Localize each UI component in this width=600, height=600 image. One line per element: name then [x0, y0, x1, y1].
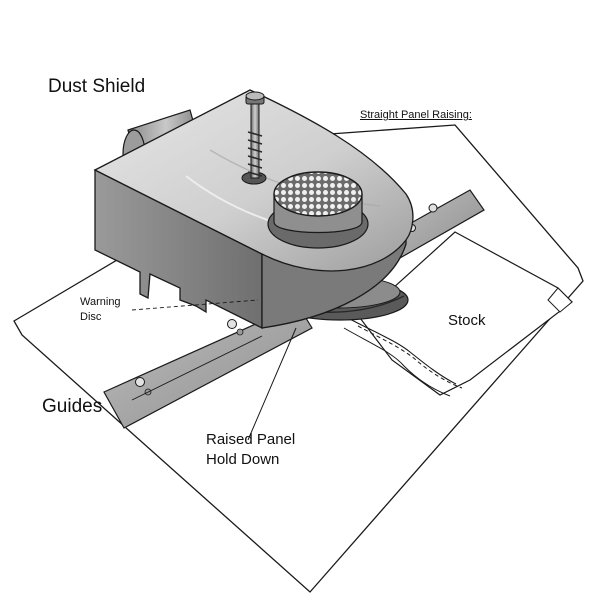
warning-disc-leader [131, 299, 259, 311]
stock-board [343, 231, 573, 397]
stock-label: Stock [448, 312, 486, 329]
guides-leader [131, 335, 263, 401]
warning-disc-label: Warning Disc [80, 295, 121, 325]
shield-front-face [94, 168, 263, 330]
raised-panel-label-line2: Hold Down [206, 451, 280, 468]
raised-panel-leader [247, 327, 297, 441]
raised-panel-label-line1: Raised Panel [206, 431, 296, 448]
dust-outlet-mesh [267, 171, 369, 249]
left-guide-bar [103, 304, 313, 429]
warning-disc-label-line1: Warning [80, 296, 121, 308]
hold-down-rod [241, 91, 267, 185]
straight-panel-raising-label: Straight Panel Raising: [360, 109, 472, 121]
warning-disc-label-line2: Disc [80, 311, 102, 323]
guides-label: Guides [42, 396, 103, 417]
dust-shield-label: Dust Shield [48, 76, 146, 97]
raised-panel-hold-down-label: Raised Panel Hold Down [206, 430, 295, 470]
